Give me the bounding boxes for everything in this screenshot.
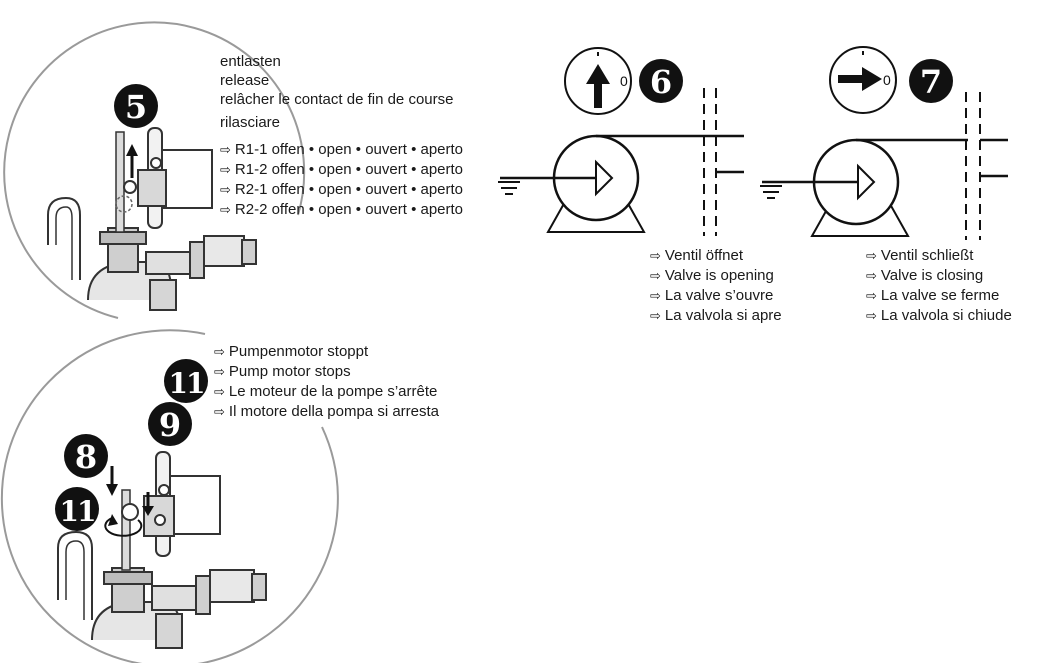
valve-opening-text: ⇨Ventil öffnet ⇨Valve is opening ⇨La val… (650, 246, 782, 326)
step-9-number: 9 (159, 406, 181, 444)
valve-closing-de: ⇨Ventil schließt (866, 247, 974, 264)
valve-closing-text: ⇨Ventil schließt ⇨Valve is closing ⇨La v… (866, 246, 1012, 326)
valve-closing-it: ⇨La valvola si chiude (866, 307, 1012, 324)
step-8-badge (64, 434, 108, 478)
valve-closing-en: ⇨Valve is closing (866, 267, 984, 284)
step-11-badge (55, 487, 99, 531)
step-7-number: 7 (920, 63, 942, 101)
pump-stop-fr: ⇨Le moteur de la pompe s’arrête (214, 383, 438, 400)
release-text: entlasten release relâcher le contact de… (220, 52, 453, 132)
step-5-number: 5 (125, 88, 147, 126)
step-6-number: 6 (650, 63, 672, 101)
arrow-right-icon: ⇨ (866, 309, 877, 324)
contact-r1-2: ⇨R1-2 offen • open • ouvert • aperto (220, 161, 464, 178)
arrow-right-icon: ⇨ (214, 405, 225, 420)
contact-list: ⇨R1-1 offen • open • ouvert • aperto ⇨R1… (220, 140, 463, 220)
step-10-badge (164, 359, 208, 403)
arrow-right-icon: ⇨ (220, 143, 231, 158)
pump-stop-it: ⇨Il motore della pompa si arresta (214, 403, 440, 420)
arrow-right-icon: ⇨ (220, 203, 231, 218)
arrow-right-icon: ⇨ (650, 289, 661, 304)
arrow-right-icon: ⇨ (650, 309, 661, 324)
pump-stop-de: ⇨Pumpenmotor stoppt (214, 343, 369, 360)
pump-diagram-opening: 0 6 (498, 47, 744, 236)
release-line-it: rilasciare (220, 114, 281, 131)
contact-r2-2: ⇨R2-2 offen • open • ouvert • aperto (220, 201, 464, 218)
arrow-right-icon: ⇨ (214, 385, 225, 400)
gauge-closed-label: 0 (883, 72, 891, 88)
step-11-number: 11 (60, 495, 95, 528)
arrow-up-icon (586, 64, 610, 84)
arrow-right-icon: ⇨ (214, 345, 225, 360)
release-line-fr: relâcher le contact de fin de course (220, 91, 454, 108)
arrow-right-icon: ⇨ (866, 249, 877, 264)
pump-stop-text: ⇨Pumpenmotor stoppt ⇨Pump motor stops ⇨L… (214, 342, 439, 422)
arrow-right-icon: ⇨ (214, 365, 225, 380)
arrow-right-icon (862, 67, 882, 91)
gauge-open-label: 0 (620, 73, 628, 89)
contact-r1-1: ⇨R1-1 offen • open • ouvert • aperto (220, 141, 464, 158)
valve-closing-fr: ⇨La valve se ferme (866, 287, 1000, 304)
valve-opening-fr: ⇨La valve s’ouvre (650, 287, 774, 304)
release-line-en: release (220, 72, 270, 89)
arrow-right-icon: ⇨ (220, 183, 231, 198)
detail-circle-top-outline (3, 21, 306, 319)
arrow-right-icon: ⇨ (650, 249, 661, 264)
valve-opening-de: ⇨Ventil öffnet (650, 247, 744, 264)
contact-r2-1: ⇨R2-1 offen • open • ouvert • aperto (220, 181, 464, 198)
arrow-right-icon: ⇨ (220, 163, 231, 178)
switch-detail-top: 5 (3, 21, 306, 319)
arrow-right-icon: ⇨ (866, 289, 877, 304)
step-8-number: 8 (75, 438, 97, 476)
valve-opening-en: ⇨Valve is opening (650, 267, 774, 284)
valve-opening-it: ⇨La valvola si apre (650, 307, 782, 324)
detail-circle-bottom-outline (0, 329, 339, 663)
step-7-badge (909, 59, 953, 103)
arrow-right-icon: ⇨ (866, 269, 877, 284)
release-line-de: entlasten (220, 53, 281, 70)
pump-stop-en: ⇨Pump motor stops (214, 363, 351, 380)
pump-diagram-closing: 0 7 (760, 46, 1008, 240)
switch-detail-bottom: 11 9 8 11 (0, 329, 339, 663)
step-5-badge (114, 84, 158, 128)
arrow-right-icon: ⇨ (650, 269, 661, 284)
step-9-badge (148, 402, 192, 446)
step-10-number: 11 (169, 367, 204, 400)
step-6-badge (639, 59, 683, 103)
